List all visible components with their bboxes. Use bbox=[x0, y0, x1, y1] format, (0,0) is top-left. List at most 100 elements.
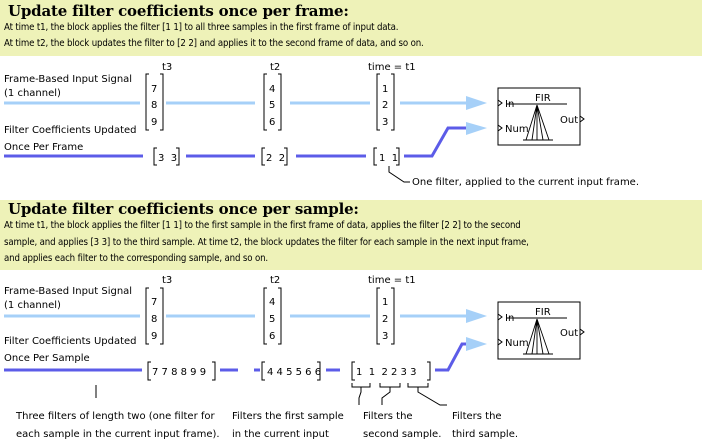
port-in-label: In bbox=[505, 99, 514, 110]
section1-coef-t2: 2 2 bbox=[261, 147, 288, 166]
section2-fir-block[interactable]: FIR In Num Out bbox=[497, 301, 585, 360]
section2-note-second-sample-1: Filters the bbox=[363, 411, 413, 422]
coef-value: 2 2 bbox=[266, 153, 285, 164]
section2-input-label-2: (1 channel) bbox=[4, 300, 61, 311]
section2-coef-t3: 7 7 8 8 9 9 bbox=[147, 361, 216, 381]
frame-value: 4 bbox=[269, 84, 275, 95]
frame-value: 6 bbox=[269, 331, 275, 342]
section2-input-signal-line bbox=[4, 309, 487, 323]
frame-value: 5 bbox=[269, 100, 275, 111]
section2-coef-t1: 1 1 2 2 3 3 bbox=[351, 361, 431, 381]
section2-coef-label-1: Filter Coefficients Updated bbox=[4, 336, 137, 347]
coef-value: 1 1 2 2 3 3 bbox=[356, 367, 416, 378]
section1-annotation: One filter, applied to the current input… bbox=[412, 177, 639, 188]
section2-time-t2: t2 bbox=[270, 275, 280, 286]
frame-value: 8 bbox=[151, 100, 157, 111]
port-out-label: Out bbox=[560, 115, 578, 126]
coef-value: 4 4 5 5 6 6 bbox=[267, 367, 321, 378]
section1-input-arrowhead bbox=[466, 96, 487, 110]
section1-diagram: Frame-Based Input Signal (1 channel) Fil… bbox=[4, 62, 639, 188]
in-port-icon[interactable] bbox=[497, 99, 503, 107]
fir-impulse-icon bbox=[523, 104, 553, 141]
section1-coef-t1: 1 1 bbox=[373, 147, 400, 166]
section2-note-second-sample-2: second sample. bbox=[363, 429, 441, 440]
section1-fir-block[interactable]: FIR In Num Out bbox=[497, 87, 585, 146]
port-num-label: Num bbox=[505, 338, 529, 349]
section2-time-t1: time = t1 bbox=[368, 275, 416, 286]
in-port-icon[interactable] bbox=[497, 313, 503, 321]
section1-coef-t3: 3 3 bbox=[153, 147, 180, 166]
section2-coef-t2: 4 4 5 5 6 6 bbox=[261, 361, 321, 381]
section1-annotation-leader bbox=[388, 166, 410, 183]
section1-frame-t1: 1 2 3 bbox=[375, 72, 395, 131]
section2-note-three-filters-2: each sample in the current input frame). bbox=[16, 429, 220, 440]
num-port-icon[interactable] bbox=[497, 124, 503, 132]
section1-heading: Update filter coefficients once per fram… bbox=[8, 2, 349, 20]
frame-value: 3 bbox=[382, 331, 388, 342]
section2-coef-line bbox=[4, 337, 487, 372]
section2-time-t3: t3 bbox=[162, 275, 172, 286]
port-out-label: Out bbox=[560, 328, 578, 339]
frame-value: 3 bbox=[382, 117, 388, 128]
section1-time-t1: time = t1 bbox=[368, 62, 416, 73]
frame-value: 9 bbox=[151, 117, 157, 128]
frame-value: 2 bbox=[382, 100, 388, 111]
frame-value: 9 bbox=[151, 331, 157, 342]
frame-value: 2 bbox=[382, 314, 388, 325]
section1-panel: Update filter coefficients once per fram… bbox=[0, 0, 702, 56]
section2-note-first-sample-2: in the current input bbox=[232, 429, 329, 440]
section2-description-line1: At time t1, the block applies the filter… bbox=[4, 220, 521, 231]
frame-value: 5 bbox=[269, 314, 275, 325]
section1-coef-arrowhead bbox=[466, 122, 487, 135]
coef-value: 1 1 bbox=[379, 153, 398, 164]
section1-coef-label-1: Filter Coefficients Updated bbox=[4, 125, 137, 136]
section2-frame-t1: 1 2 3 bbox=[375, 286, 395, 345]
port-in-label: In bbox=[505, 313, 514, 324]
section2-diagram: Frame-Based Input Signal (1 channel) Fil… bbox=[4, 275, 585, 440]
section1-time-t3: t3 bbox=[162, 62, 172, 73]
out-port-icon[interactable] bbox=[579, 328, 585, 336]
section1-input-label-2: (1 channel) bbox=[4, 88, 61, 99]
section2-input-label-1: Frame-Based Input Signal bbox=[4, 286, 132, 297]
fir-impulse-icon bbox=[523, 318, 553, 355]
section1-coef-label-2: Once Per Frame bbox=[4, 142, 83, 153]
section2-note-first-sample-1: Filters the first sample bbox=[232, 411, 344, 422]
section2-annotation-leaders bbox=[95, 383, 447, 406]
section1-description-line1: At time t1, the block applies the filter… bbox=[4, 22, 399, 33]
section2-panel: Update filter coefficients once per samp… bbox=[0, 200, 702, 270]
frame-value: 1 bbox=[382, 84, 388, 95]
frame-value: 4 bbox=[269, 297, 275, 308]
section2-note-third-sample-1: Filters the bbox=[452, 411, 502, 422]
section1-description-line2: At time t2, the block updates the filter… bbox=[4, 38, 424, 49]
coef-value: 3 3 bbox=[158, 153, 177, 164]
section1-coef-line bbox=[4, 122, 487, 158]
coef-value: 7 7 8 8 9 9 bbox=[152, 367, 206, 378]
frame-value: 8 bbox=[151, 314, 157, 325]
section2-coef-label-2: Once Per Sample bbox=[4, 353, 90, 364]
section2-frame-t2: 4 5 6 bbox=[262, 286, 282, 345]
section2-frame-t3: 7 8 9 bbox=[144, 286, 164, 345]
section1-frame-t3: 7 8 9 bbox=[144, 72, 164, 131]
section1-frame-t2: 4 5 6 bbox=[262, 72, 282, 131]
frame-value: 7 bbox=[151, 297, 157, 308]
fir-title: FIR bbox=[535, 307, 551, 318]
out-port-icon[interactable] bbox=[579, 115, 585, 123]
section2-description-line2: sample, and applies [3 3] to the third s… bbox=[4, 237, 529, 248]
fir-title: FIR bbox=[535, 93, 551, 104]
section2-heading: Update filter coefficients once per samp… bbox=[8, 200, 359, 218]
frame-value: 7 bbox=[151, 84, 157, 95]
frame-value: 6 bbox=[269, 117, 275, 128]
num-port-icon[interactable] bbox=[497, 338, 503, 346]
frame-value: 1 bbox=[382, 297, 388, 308]
section2-note-third-sample-2: third sample. bbox=[452, 429, 518, 440]
port-num-label: Num bbox=[505, 124, 529, 135]
section1-input-label-1: Frame-Based Input Signal bbox=[4, 74, 132, 85]
section2-input-arrowhead bbox=[466, 309, 487, 323]
section2-coef-arrowhead bbox=[466, 337, 487, 351]
section1-time-t2: t2 bbox=[270, 62, 280, 73]
section2-note-three-filters-1: Three filters of length two (one filter … bbox=[15, 411, 216, 422]
section1-input-signal-line bbox=[4, 96, 487, 110]
section2-description-line3: and applies each filter to the correspon… bbox=[4, 253, 269, 264]
